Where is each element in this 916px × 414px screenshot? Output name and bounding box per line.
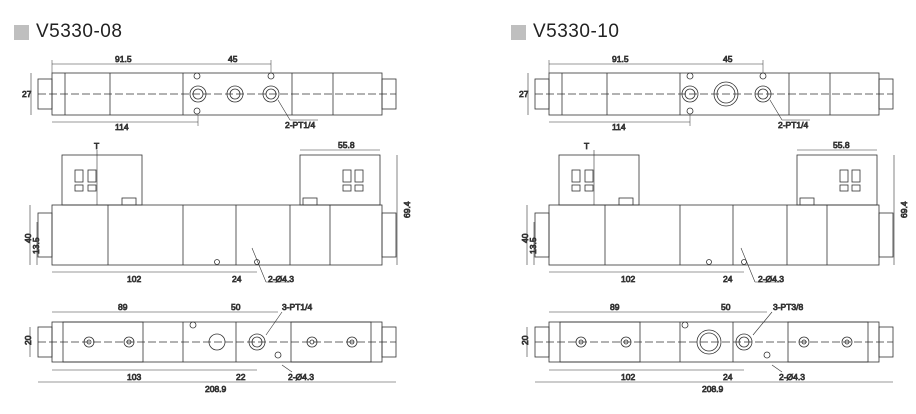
panel-v5330-10: V5330-10 91.5: [497, 0, 916, 414]
port-label: 3-PT3/8: [773, 302, 804, 312]
dim-91-5: 91.5: [115, 54, 132, 64]
dim-t-label: T: [94, 141, 99, 151]
dim-102: 102: [621, 274, 635, 284]
top-view: [30, 60, 397, 126]
panel-v5330-08: V5330-08: [0, 0, 420, 414]
dim-24: 24: [723, 274, 733, 284]
bottom-view: [29, 311, 397, 383]
dim-27: 27: [519, 89, 529, 99]
dim-69-4: 69.4: [899, 201, 909, 218]
dim-114: 114: [115, 122, 129, 132]
dim-13-5: 13.5: [528, 237, 538, 254]
dim-114: 114: [612, 122, 626, 132]
dim-45: 45: [228, 54, 238, 64]
hole-label: 2-Ø4.3: [268, 274, 294, 284]
dim-69-4: 69.4: [402, 201, 412, 218]
hole-label: 2-Ø4.3: [779, 372, 805, 382]
dim-45: 45: [723, 54, 733, 64]
dim-55-8: 55.8: [338, 140, 355, 150]
side-view: [526, 149, 895, 283]
dim-t-label: T: [584, 141, 589, 151]
valve-drawing: 91.5 45 27 114 2-PT1/4: [22, 54, 413, 395]
dim-91-5: 91.5: [612, 54, 629, 64]
top-view: [527, 60, 894, 126]
bottom-view: [526, 311, 894, 383]
panel-title: V5330-10: [511, 21, 619, 43]
title-marker-icon: [14, 24, 29, 40]
dim-50: 50: [721, 302, 731, 312]
dim-20: 20: [520, 335, 530, 345]
dim-50: 50: [231, 302, 241, 312]
port-label: 3-PT1/4: [282, 302, 313, 312]
dim-20: 20: [23, 335, 33, 345]
dim-89: 89: [610, 302, 620, 312]
dim-89: 89: [118, 302, 128, 312]
dim-40: 40: [23, 233, 33, 243]
title-marker-icon: [511, 24, 526, 40]
valve-drawing: 91.5 45 27 114 2-PT1/4: [519, 54, 910, 395]
hole-label: 2-Ø4.3: [758, 274, 784, 284]
dim-22: 24: [723, 372, 733, 382]
dim-103: 102: [621, 372, 635, 382]
dim-27: 27: [22, 89, 32, 99]
dim-24: 24: [232, 274, 242, 284]
dim-13-5: 13.5: [31, 237, 41, 254]
port-label: 2-PT1/4: [778, 120, 809, 130]
hole-label: 2-Ø4.3: [288, 372, 314, 382]
dim-55-8: 55.8: [833, 140, 850, 150]
model-title: V5330-10: [533, 21, 620, 42]
dim-208-9: 208.9: [205, 384, 227, 394]
side-view: [29, 149, 398, 283]
dim-102: 102: [127, 274, 141, 284]
dim-103: 103: [127, 372, 141, 382]
dim-22: 22: [236, 372, 246, 382]
dim-40: 40: [520, 233, 530, 243]
panel-title: V5330-08: [14, 21, 122, 43]
port-label: 2-PT1/4: [285, 120, 316, 130]
model-title: V5330-08: [36, 21, 123, 42]
dim-208-9: 208.9: [702, 384, 724, 394]
